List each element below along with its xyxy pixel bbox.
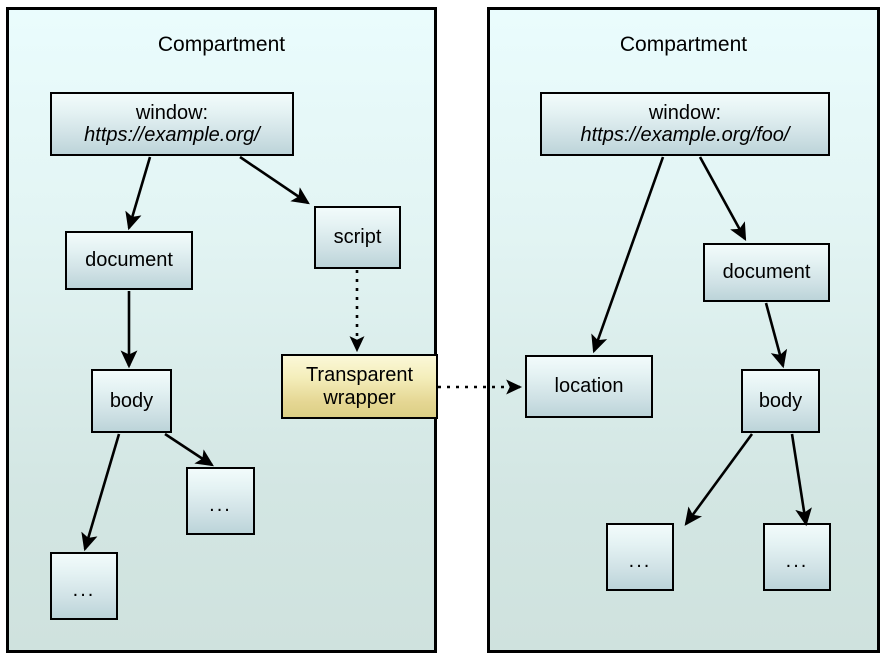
node-transparent-wrapper[interactable]: Transparent wrapper (281, 354, 438, 419)
node-ellipsis-left-bottom-label: ... (72, 578, 96, 601)
node-document-left-label: document (85, 249, 173, 272)
node-body-left[interactable]: body (91, 369, 172, 433)
node-body-right[interactable]: body (741, 369, 820, 433)
node-ellipsis-right-right[interactable]: ... (763, 523, 831, 591)
compartment-right-title: Compartment (619, 33, 748, 56)
node-window-left-label: window: (135, 101, 209, 124)
node-ellipsis-right-right-label: ... (785, 549, 809, 572)
node-location-right[interactable]: location (525, 355, 653, 418)
node-window-right[interactable]: window: https://example.org/foo/ (540, 92, 830, 156)
node-ellipsis-right-left-label: ... (628, 549, 652, 572)
node-body-left-label: body (109, 389, 154, 412)
node-document-left[interactable]: document (65, 231, 193, 290)
node-ellipsis-left-right-label: ... (209, 493, 232, 516)
node-window-right-label: window: (648, 101, 722, 124)
node-ellipsis-right-left[interactable]: ... (606, 523, 674, 591)
node-document-right-label: document (722, 261, 811, 284)
node-window-left-url: https://example.org/ (84, 124, 260, 146)
node-transparent-wrapper-line2: wrapper (323, 386, 396, 409)
node-transparent-wrapper-line1: Transparent (305, 364, 414, 387)
node-document-right[interactable]: document (703, 243, 830, 302)
node-ellipsis-left-bottom[interactable]: ... (50, 552, 118, 620)
compartment-left-title: Compartment (157, 33, 286, 56)
node-location-right-label: location (554, 375, 624, 398)
node-script-left-label: script (333, 226, 382, 249)
node-body-right-label: body (758, 389, 803, 412)
node-ellipsis-left-right[interactable]: ... (186, 467, 255, 535)
node-window-right-url: https://example.org/foo/ (580, 124, 790, 146)
node-window-left[interactable]: window: https://example.org/ (50, 92, 294, 156)
node-script-left[interactable]: script (314, 206, 401, 269)
